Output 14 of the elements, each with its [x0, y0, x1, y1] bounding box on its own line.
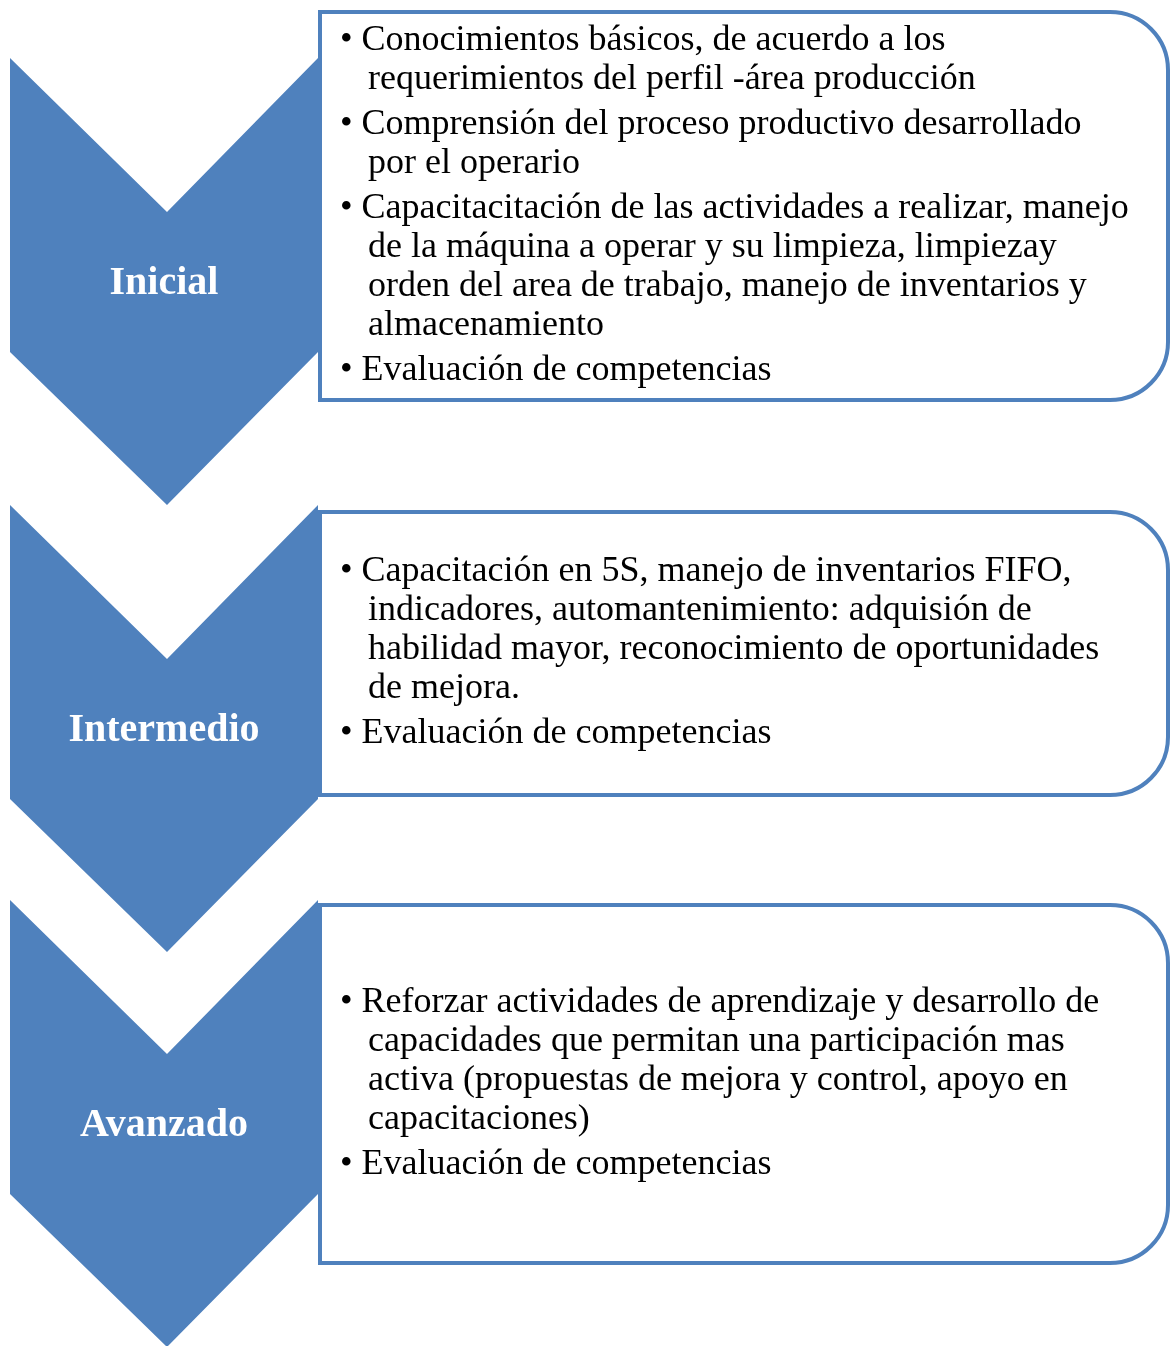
bullet-text: • Capacitación en 5S, manejo de inventarios FIFO, indicadores, automantenimiento: adquisión de habilidad mayor, reconocimiento de oportunidades de mejora.: [340, 550, 1101, 706]
bullet-text: • Capacitacitación de las actividades a realizar, manejo de la máquina a operar y su limpieza, limpiezay orden del area de trabajo, manejo de inventarios y almacenamiento: [340, 186, 1130, 343]
stage-label: Inicial: [108, 258, 220, 304]
bullet-text: • Evaluación de competencias: [340, 348, 773, 388]
stage-label: Avanzado: [78, 1100, 250, 1146]
bullet-text: • Evaluación de competencias: [340, 712, 773, 751]
stage-label: Intermedio: [67, 705, 261, 751]
bullet-text: • Comprensión del proceso productivo desarrollado por el operario: [340, 102, 1083, 181]
text-panel: [318, 903, 1170, 1265]
bullet-text: • Evaluación de competencias: [340, 1142, 773, 1182]
text-panel: [318, 10, 1170, 402]
text-panel: [318, 510, 1170, 797]
bullet-text: • Conocimientos básicos, de acuerdo a los requerimientos del perfil -área producción: [340, 18, 977, 97]
bullet-text: • Reforzar actividades de aprendizaje y desarrollo de capacidades que permitan una participación mas activa (propuestas de mejora y control, apoyo en capacitaciones): [340, 980, 1101, 1137]
